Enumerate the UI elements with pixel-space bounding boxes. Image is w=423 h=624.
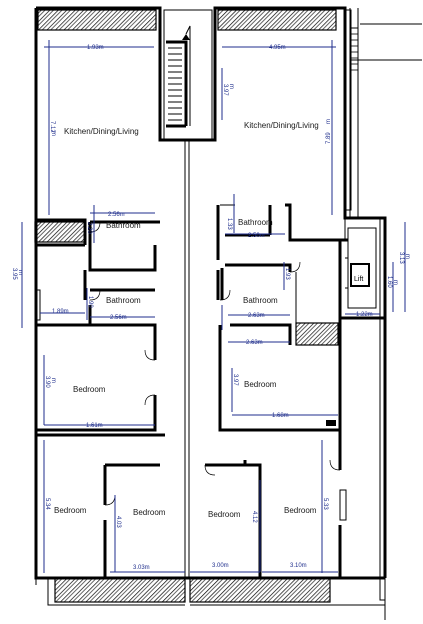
window-bottom-right <box>339 489 347 521</box>
balcony-top-left <box>37 9 157 31</box>
dim-label: m <box>326 119 332 124</box>
dim-label: 2.20 <box>86 222 92 234</box>
dim-label: 1.33 <box>226 218 232 230</box>
balcony-bottom-right <box>189 577 331 603</box>
room-label-bedroom-bottom-1: Bedroom <box>54 506 87 515</box>
balcony-top-right <box>217 9 337 31</box>
dim-label: m <box>228 84 234 89</box>
room-label-kitchen-left: Kitchen/Dining/Living <box>64 127 139 136</box>
dim-label: 1.22m <box>356 312 373 318</box>
right-facade <box>349 8 422 620</box>
door-swings <box>89 221 341 506</box>
room-label-bedroom-right-mid: Bedroom <box>244 380 277 389</box>
dim-label: 3.90 <box>44 376 50 388</box>
left-apartment-walls <box>36 218 165 578</box>
dim-label: 1.89m <box>52 309 69 315</box>
dim-label: m <box>50 131 56 136</box>
dim-label: 2.56m <box>108 212 125 218</box>
dim-label: 7.12 <box>49 121 55 133</box>
dim-label: m <box>50 378 56 383</box>
dim-label: 3.97 <box>222 84 228 96</box>
dim-label: 2.63m <box>248 313 265 319</box>
column-left <box>34 221 86 243</box>
lift-door <box>344 218 348 289</box>
corridor <box>184 140 190 578</box>
dim-label: 4.03 <box>115 516 121 528</box>
dim-label: 2.63m <box>246 340 263 346</box>
room-label-bathroom-left-upper: Bathroom <box>106 221 141 230</box>
dim-label: 3.03m <box>133 565 150 571</box>
dim-label: 5.33 <box>322 498 328 510</box>
lift-shaft <box>347 227 377 309</box>
stairwell <box>163 9 213 141</box>
room-label-lift: Lift <box>354 276 363 283</box>
right-apartment-walls <box>205 203 342 578</box>
dim-label: 4.95m <box>269 45 286 51</box>
lift-car <box>350 263 370 287</box>
room-label-kitchen-right: Kitchen/Dining/Living <box>244 121 319 130</box>
balcony-bottom-left <box>54 577 186 603</box>
dim-label: m <box>17 270 23 275</box>
window-left-mid <box>35 289 41 321</box>
dim-label: 4.12 <box>251 511 257 523</box>
room-label-bedroom-bottom-4: Bedroom <box>284 506 317 515</box>
lift-side-wall <box>340 238 385 320</box>
dim-label: 1.93 <box>284 268 290 280</box>
dim-label: 1.61m <box>86 423 103 429</box>
dim-label: 1.90 <box>87 296 93 308</box>
dim-label: 2.50m <box>248 233 265 239</box>
right-fin-wall <box>220 204 297 325</box>
right-top-block <box>344 9 352 211</box>
dim-label: 3.95 <box>11 268 17 280</box>
column-right <box>295 322 339 346</box>
dim-label: 7.89 <box>326 132 332 144</box>
dim-label: m <box>404 254 410 259</box>
dim-label: 3.10m <box>290 563 307 569</box>
room-label-bedroom-bottom-2: Bedroom <box>133 508 166 517</box>
room-label-bathroom-right-upper: Bathroom <box>238 218 273 227</box>
fin-block <box>326 420 336 426</box>
dim-label: 2.56m <box>110 315 127 321</box>
room-label-bathroom-right-lower: Bathroom <box>243 296 278 305</box>
dim-label: 5.34 <box>44 498 50 510</box>
dim-label: m <box>392 280 398 285</box>
room-label-bedroom-left-mid: Bedroom <box>73 385 106 394</box>
outer-wall <box>34 6 387 580</box>
room-label-bedroom-bottom-3: Bedroom <box>208 510 241 519</box>
dim-label: 1.93m <box>87 45 104 51</box>
dim-label: 1.68m <box>272 413 289 419</box>
room-label-bathroom-left-lower: Bathroom <box>106 296 141 305</box>
dim-label: 3.00m <box>212 563 229 569</box>
dimension-lines <box>21 40 406 573</box>
dim-label: 3.13 <box>398 252 404 264</box>
dim-label: 3.97 <box>232 374 238 386</box>
bottom-edge <box>35 570 386 606</box>
dim-label: 1.60 <box>386 276 392 288</box>
